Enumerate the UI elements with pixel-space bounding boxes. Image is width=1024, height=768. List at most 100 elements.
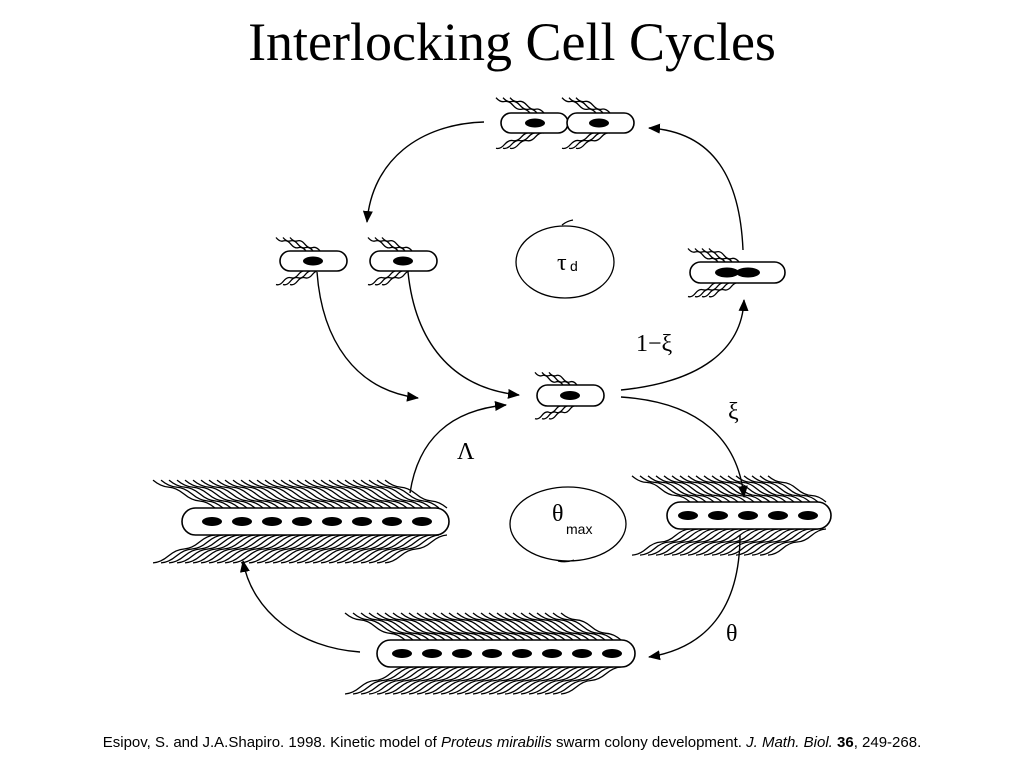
flagellum bbox=[560, 612, 622, 641]
flagellum bbox=[552, 612, 614, 641]
flagellum bbox=[424, 612, 486, 641]
flagellum bbox=[416, 612, 478, 641]
flagellum bbox=[320, 479, 384, 509]
label-one-minus-xi: 1−ξ bbox=[636, 331, 673, 357]
flagellum bbox=[703, 528, 763, 556]
citation: Esipov, S. and J.A.Shapiro. 1998. Kineti… bbox=[0, 734, 1024, 751]
flagellum bbox=[512, 666, 574, 695]
flagellum bbox=[288, 479, 352, 509]
label-xi: ξ bbox=[728, 399, 739, 425]
tau-d-symbol: τ bbox=[557, 250, 567, 276]
flagellum bbox=[440, 666, 502, 695]
flagellum bbox=[655, 528, 715, 556]
flagellum bbox=[392, 666, 454, 695]
flagellum bbox=[176, 534, 240, 564]
arrow-right-to-top bbox=[648, 123, 744, 251]
nucleus bbox=[322, 517, 342, 526]
flagellum bbox=[631, 475, 691, 503]
flagellum bbox=[289, 270, 321, 286]
flagellum bbox=[448, 612, 510, 641]
flagellum bbox=[536, 666, 598, 695]
flagellum bbox=[216, 479, 280, 509]
flagellum bbox=[687, 528, 747, 556]
flagellum bbox=[727, 475, 787, 503]
flagellum bbox=[374, 270, 406, 286]
flagellum bbox=[631, 528, 691, 556]
nucleus bbox=[572, 649, 592, 658]
flagellum bbox=[502, 132, 538, 150]
flagellum bbox=[344, 612, 406, 641]
flagellum bbox=[288, 534, 352, 564]
flagellum bbox=[160, 534, 224, 564]
swarmer-cell-left bbox=[181, 507, 450, 536]
flagellum bbox=[256, 479, 320, 509]
flagellum bbox=[472, 666, 534, 695]
nucleus bbox=[412, 517, 432, 526]
flagellum bbox=[759, 528, 819, 556]
flagellum bbox=[679, 475, 739, 503]
flagellum bbox=[384, 612, 446, 641]
flagellum bbox=[416, 666, 478, 695]
flagellum bbox=[544, 612, 606, 641]
nucleus bbox=[202, 517, 222, 526]
flagellum bbox=[528, 612, 590, 641]
nucleus bbox=[452, 649, 472, 658]
nucleus bbox=[422, 649, 442, 658]
flagellum bbox=[360, 666, 422, 695]
flagellum bbox=[368, 666, 430, 695]
flagellum bbox=[541, 371, 571, 386]
flagellum bbox=[552, 666, 614, 695]
arrow-center-to-swarmer bbox=[620, 396, 748, 498]
flagellum bbox=[208, 534, 272, 564]
flagellum bbox=[368, 612, 430, 641]
flagellum bbox=[568, 97, 604, 114]
flagellum bbox=[735, 475, 795, 503]
flagellum bbox=[480, 612, 542, 641]
flagellum bbox=[400, 666, 462, 695]
flagellum bbox=[200, 534, 264, 564]
flagellum bbox=[472, 612, 534, 641]
flagellum bbox=[432, 612, 494, 641]
arrow-bottom-to-left-swarmer bbox=[239, 560, 361, 653]
dividing-cell-pair-top bbox=[500, 112, 635, 134]
flagellum bbox=[534, 371, 564, 386]
flagellum bbox=[701, 282, 733, 298]
flagellum bbox=[548, 405, 578, 420]
flagellum bbox=[282, 270, 314, 286]
flagellum bbox=[352, 479, 416, 509]
swarmer-cell-bottom bbox=[376, 639, 636, 668]
flagellum bbox=[663, 475, 723, 503]
flagellum bbox=[504, 666, 566, 695]
flagellum bbox=[224, 479, 288, 509]
flagellum bbox=[392, 612, 454, 641]
nucleus bbox=[482, 649, 502, 658]
flagellum bbox=[384, 479, 448, 509]
flagellum bbox=[216, 534, 280, 564]
flagellum bbox=[368, 479, 432, 509]
flagellum bbox=[384, 534, 448, 564]
flagellum bbox=[509, 132, 545, 150]
flagellum bbox=[743, 475, 803, 503]
flagellum bbox=[528, 666, 590, 695]
flagellum bbox=[352, 666, 414, 695]
flagellum bbox=[671, 528, 731, 556]
flagellum bbox=[344, 479, 408, 509]
flagellum bbox=[272, 479, 336, 509]
flagellum bbox=[520, 612, 582, 641]
flagellum bbox=[208, 479, 272, 509]
flagellum bbox=[541, 405, 571, 420]
flagellum bbox=[256, 534, 320, 564]
flagellum bbox=[296, 534, 360, 564]
flagellum bbox=[432, 666, 494, 695]
flagellum bbox=[160, 479, 224, 509]
flagellum bbox=[440, 612, 502, 641]
flagellum bbox=[575, 97, 611, 114]
flagellum bbox=[280, 534, 344, 564]
nucleus bbox=[512, 649, 532, 658]
arrow-left-swarmer-to-center bbox=[409, 401, 507, 494]
flagellum bbox=[184, 479, 248, 509]
flagellum bbox=[304, 479, 368, 509]
nucleus bbox=[352, 517, 372, 526]
nucleus bbox=[392, 649, 412, 658]
flagellum bbox=[456, 666, 518, 695]
